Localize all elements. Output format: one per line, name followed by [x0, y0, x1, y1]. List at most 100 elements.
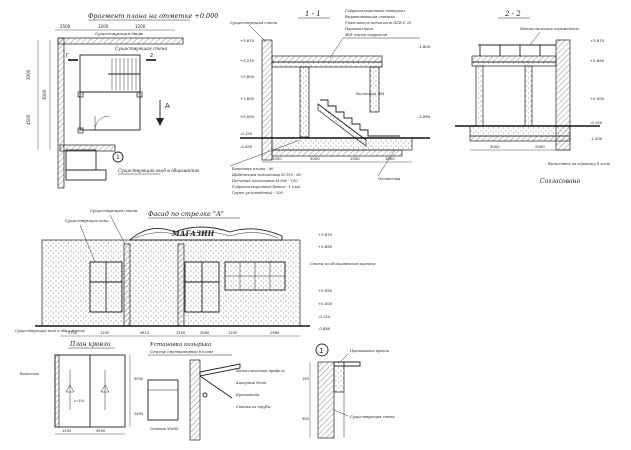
s22-mark-3: -0.150: [590, 120, 603, 125]
detail-1-number: 1: [319, 347, 323, 355]
s11-mark-5: -0.150: [240, 131, 253, 136]
s22-mark-4: -1.200: [590, 136, 603, 141]
s11-existing-wall: Существующая стена: [230, 20, 278, 25]
plan-fragment: Фрагмент плана на отметке +0.000 2500 12…: [26, 12, 218, 189]
facade-dim-5: 1200: [228, 331, 238, 335]
plan-existing-entry: Существующий вход в общежитие: [118, 168, 200, 173]
facade-dim-1: 1200: [100, 331, 110, 335]
s11-note-bot-2: Песчаная подготовка М 600 - 150: [231, 179, 298, 183]
s11-note-top-2: Утеплитель пенопласт ПСБ-С 25: [345, 21, 412, 25]
detail-note-0: Примыкание кровли: [349, 349, 390, 353]
s11-note-top-0: Гидроизоляционный материал: [344, 9, 406, 13]
s22-approval-note: Выполнять по чертежу 4 лист: [547, 162, 611, 166]
canopy-note-1: Анкерный болт: [235, 381, 267, 385]
s11-mark-1: +3.210: [240, 58, 255, 63]
plan-dim-2: 1200: [135, 24, 146, 29]
s22-mark-1: +2.890: [590, 58, 605, 63]
s11-stair-label: Лестница ЛМ: [354, 91, 384, 96]
plan-dim-1: 1200: [98, 24, 109, 29]
canopy-detail: Установка козырька Сечение смонтажерной …: [147, 342, 285, 441]
plan-stair: [108, 58, 140, 90]
s11-note-bot-0: Бетонная плита - 80: [231, 167, 274, 171]
s11-note-bot-1: Щебёночная подготовка М 150 - 80: [232, 173, 302, 177]
section11-title: 1 - 1: [305, 10, 321, 18]
plan-dim-3: 3000: [26, 69, 31, 80]
plan-existing-wall: Существующая стена: [115, 46, 168, 51]
s11-mark-0: +3.670: [240, 38, 255, 43]
facade-note-right: Стены из облицовочного кирпича: [310, 262, 376, 266]
s11-note-top-1: Выравнивающая стяжка: [344, 15, 395, 19]
plan-existing-door: Существующая дверь: [95, 31, 143, 36]
s11-dim-0: 3000: [272, 156, 282, 161]
s11-dim-1: 3000: [310, 156, 320, 161]
s11-mark-7: -1.800: [418, 44, 431, 49]
facade-window-left: [89, 261, 123, 313]
plan-axis-g: Г: [66, 53, 69, 59]
roof-plan: План кровли i=1% Водосток 1200 3500 5000…: [19, 341, 144, 435]
s22-dim-1: 2900: [535, 144, 545, 149]
facade-mark-4: -0.150: [318, 314, 331, 319]
s11-note-bot-3: Гидроизоляционный бетон - 1 слой: [231, 185, 301, 189]
facade-mark-5: -0.880: [318, 326, 331, 331]
facade-dim-3: 1200: [176, 331, 186, 335]
facade-mark-0: +3.870: [318, 232, 333, 237]
s11-mark-2: +2.800: [240, 74, 255, 79]
detail-note-1: Существующая стена: [350, 415, 395, 419]
s22-note: Металлическое ограждение: [519, 26, 580, 31]
facade-existing-window: Существующее окно: [65, 218, 109, 223]
plan-title: Фрагмент плана на отметке +0.000: [88, 12, 218, 20]
facade-existing-wall: Существующая стена: [90, 208, 138, 213]
roof-dim-0: 1200: [62, 429, 72, 433]
section-2-2: 2 - 2 Металлическое ограждение +3.670 +2…: [455, 10, 611, 185]
s22-dim-0: 3000: [490, 144, 500, 149]
facade-dim-2: 3810: [140, 331, 150, 335]
s22-mark-2: +0.000: [590, 96, 605, 101]
canopy-note-2: Кронштейн: [235, 393, 260, 397]
s11-dim-2: 1500: [350, 156, 360, 161]
canopy-caption-bottom: Сечение 50x50: [150, 427, 179, 431]
s11-ramp-note: Отмостка: [378, 176, 401, 181]
s11-note-top-4: Ж/б плита покрытия: [344, 33, 388, 37]
roof-dim-3: 2400: [134, 412, 144, 416]
section11-marks: +3.670 +3.210 +2.800 +1.800 +0.000 -0.15…: [240, 38, 431, 149]
roof-plan-title: План кровли: [69, 341, 111, 348]
canopy-title: Установка козырька: [150, 342, 211, 348]
canopy-note-3: Стойка из трубы: [236, 405, 270, 409]
s22-mark-0: +3.670: [590, 38, 605, 43]
section11-notes-top: Гидроизоляционный материал Выравнивающая…: [329, 9, 420, 59]
facade-sign: МАГАЗИН: [171, 229, 215, 238]
canopy-notes: Металлический профиль Анкерный болт Крон…: [235, 369, 285, 409]
section22-title: 2 - 2: [504, 10, 521, 18]
s11-mark-8: -2.890: [418, 114, 431, 119]
plan-mark-1: 1: [116, 154, 120, 161]
s11-note-top-3: Пароизоляция: [344, 27, 374, 31]
facade-mark-3: +0.000: [318, 301, 333, 306]
facade-title: Фасад по стрелке "А": [148, 210, 224, 218]
s11-note-bot-4: Грунт уплотнённый - 200: [231, 191, 283, 195]
plan-dim-5: 3000: [42, 89, 47, 100]
plan-dim-0: 2500: [60, 24, 71, 29]
roof-dim-1: 3500: [96, 429, 106, 433]
detail-dim-0: 150: [302, 377, 310, 381]
facade-dim-0: 2700: [68, 331, 78, 335]
facade-window-right: [224, 261, 286, 291]
s11-dim-3: 3800: [385, 156, 395, 161]
facade-mark-1: +2.890: [318, 244, 333, 249]
canopy-note-0: Металлический профиль: [235, 369, 285, 373]
section11-notes-bottom: Бетонная плита - 80 Щебёночная подготовк…: [229, 139, 302, 195]
facade-dim-6: 2980: [270, 331, 280, 335]
detail-1: 1 Примыкание кровли Существующая стена 1…: [302, 343, 395, 439]
canopy-caption-top: Сечение смонтажерной в плане: [150, 350, 213, 354]
plan-axis-2: 2: [150, 53, 153, 59]
s11-mark-6: -0.450: [240, 144, 253, 149]
s11-mark-4: +0.000: [240, 114, 255, 119]
roof-slope: i=1%: [74, 398, 85, 403]
roof-note: Водосток: [19, 372, 40, 376]
facade-view: Фасад по стрелке "А" МАГАЗИН: [15, 208, 376, 337]
facade-mark-2: +0.950: [318, 288, 333, 293]
facade-note-left: Существующий вход в общежитие: [15, 329, 85, 333]
detail-dim-1: 500: [302, 417, 310, 421]
agreed-label: Согласовано: [540, 178, 581, 185]
